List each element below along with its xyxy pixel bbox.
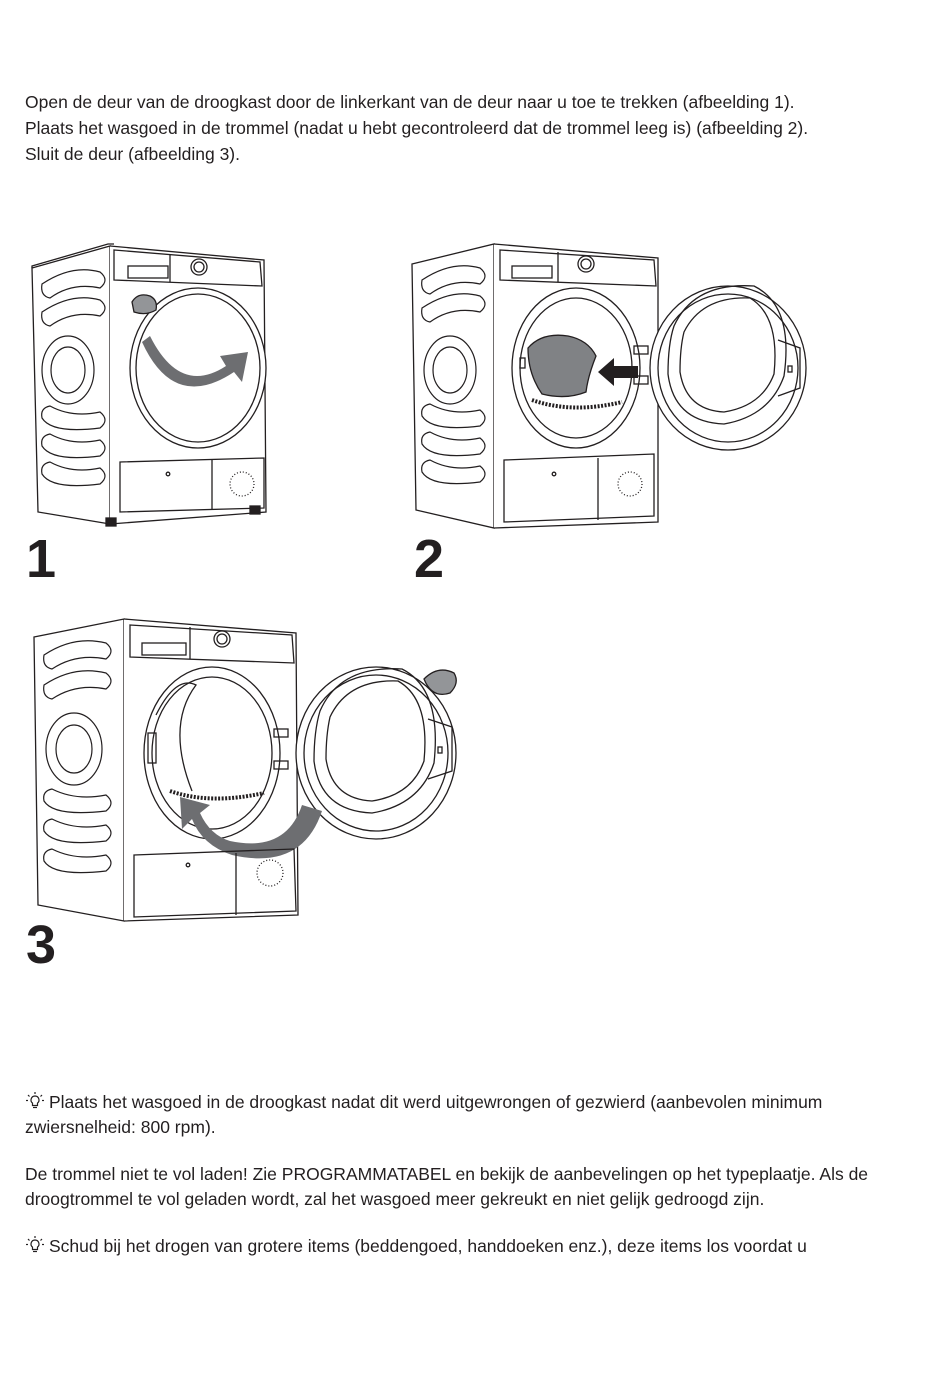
- tip-1-text: Plaats het wasgoed in de droogkast nadat…: [25, 1092, 823, 1137]
- figure-1-illustration: [28, 240, 273, 530]
- laundry-icon: [527, 334, 597, 398]
- intro-line-1: Open de deur van de droogkast door de li…: [25, 92, 795, 112]
- tip-2-text: Schud bij het drogen van grotere items (…: [49, 1236, 807, 1256]
- lightbulb-icon: [26, 1236, 44, 1253]
- figure-1-number: 1: [26, 529, 57, 589]
- arrow-icon: [180, 797, 322, 859]
- notes-section: Plaats het wasgoed in de droogkast nadat…: [25, 1090, 930, 1281]
- arrow-icon: [598, 358, 638, 386]
- figure-3-number: 3: [26, 915, 57, 975]
- intro-line-3: Sluit de deur (afbeelding 3).: [25, 144, 240, 164]
- intro-text: Open de deur van de droogkast door de li…: [25, 89, 935, 167]
- hand-icon: [131, 294, 158, 315]
- figure-2-illustration: [408, 240, 813, 530]
- tip-2: Schud bij het drogen van grotere items (…: [25, 1234, 930, 1259]
- figure-3-illustration: [30, 615, 470, 925]
- intro-line-2: Plaats het wasgoed in de trommel (nadat …: [25, 118, 809, 138]
- arrow-icon: [142, 336, 248, 387]
- lightbulb-icon: [26, 1092, 44, 1109]
- figure-2-number: 2: [414, 529, 445, 589]
- side-panel-waves: [41, 269, 106, 487]
- overload-warning: De trommel niet te vol laden! Zie PROGRA…: [25, 1164, 869, 1209]
- tip-1: Plaats het wasgoed in de droogkast nadat…: [25, 1090, 930, 1140]
- hand-icon: [423, 669, 457, 696]
